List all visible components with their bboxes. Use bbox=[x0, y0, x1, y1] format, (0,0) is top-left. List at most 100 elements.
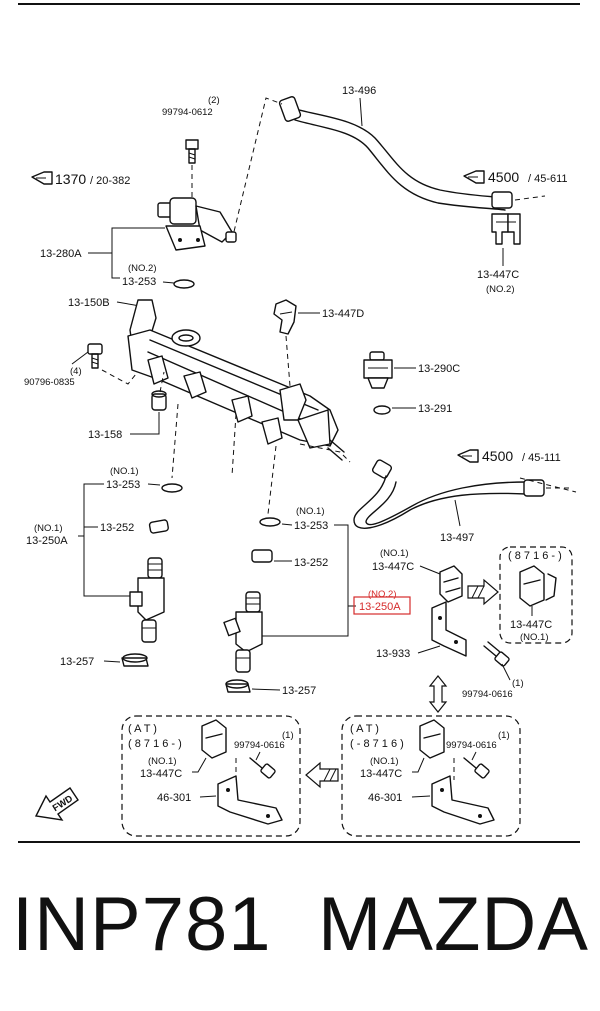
label-br-46-301: 46-301 bbox=[368, 792, 402, 804]
label-13-253-mid: 13-253 bbox=[294, 520, 328, 532]
bolt-90796-0835 bbox=[87, 343, 103, 369]
label-no1-447C-mid: (NO.1) bbox=[380, 548, 409, 559]
label-bl-99794: 99794-0616 bbox=[234, 740, 285, 751]
label-br-qty: (1) bbox=[498, 730, 510, 741]
label-8716-range: ( 8 7 1 6 - ) bbox=[508, 550, 562, 562]
label-at-left-range: ( 8 7 1 6 - ) bbox=[128, 738, 182, 750]
label-qty-1-0616: (1) bbox=[512, 678, 524, 689]
label-13-150B: 13-150B bbox=[68, 297, 110, 309]
label-13-291: 13-291 bbox=[418, 403, 452, 415]
label-13-280A: 13-280A bbox=[40, 248, 82, 260]
bracket-46-301-bl bbox=[217, 775, 283, 825]
injector-left bbox=[129, 557, 165, 643]
pressure-regulator-13-280A bbox=[157, 197, 237, 251]
highlight-13-250A-box bbox=[353, 596, 411, 615]
clip-13-447C-no1 bbox=[439, 565, 463, 603]
bracket-46-301-br bbox=[431, 775, 495, 825]
bolt-99794-0612 bbox=[185, 139, 199, 198]
double-arrow-vertical bbox=[428, 675, 448, 713]
label-bl-447C: 13-447C bbox=[140, 768, 182, 780]
label-no1-253-left: (NO.1) bbox=[110, 466, 139, 477]
label-no1-250A: (NO.1) bbox=[34, 523, 63, 534]
label-at-right-range: ( - 8 7 1 6 ) bbox=[350, 738, 404, 750]
insulator-13-252-mid bbox=[251, 549, 273, 563]
sensor-13-290C bbox=[363, 351, 393, 389]
label-br-99794: 99794-0616 bbox=[446, 740, 497, 751]
o-ring-13-253-mid bbox=[259, 517, 281, 527]
damper-13-158 bbox=[151, 390, 167, 411]
label-no1-box: (NO.1) bbox=[520, 632, 549, 643]
bolt-bl bbox=[249, 757, 276, 779]
label-no1-253-mid: (NO.1) bbox=[296, 506, 325, 517]
ref-arrow-1370 bbox=[31, 171, 53, 185]
bolt-br bbox=[463, 757, 490, 779]
label-bl-46-301: 46-301 bbox=[157, 792, 191, 804]
label-bl-no1: (NO.1) bbox=[148, 756, 177, 767]
box-8716 bbox=[499, 546, 573, 644]
label-qty-2: (2) bbox=[208, 95, 220, 106]
clip-13-447C-box bbox=[519, 565, 557, 607]
ref-arrow-4500-mid bbox=[457, 449, 479, 463]
fuel-line-13-497 bbox=[353, 459, 577, 529]
label-13-250A-left: 13-250A bbox=[26, 535, 68, 547]
label-at-right: ( A T ) bbox=[350, 723, 379, 735]
label-13-290C: 13-290C bbox=[418, 363, 460, 375]
o-ring-13-253-left bbox=[161, 483, 183, 493]
ref-arrow-4500-top bbox=[463, 170, 485, 184]
box-at-8716 bbox=[121, 715, 301, 837]
label-ref-1370: 1370 bbox=[55, 171, 86, 187]
fwd-arrow-icon: FWD bbox=[34, 787, 79, 821]
clip-13-447C-bl bbox=[201, 719, 227, 759]
label-13-257-left: 13-257 bbox=[60, 656, 94, 668]
label-ref-4500-mid: 4500 bbox=[482, 448, 513, 464]
label-13-252-left: 13-252 bbox=[100, 522, 134, 534]
clip-13-447C-no2 bbox=[491, 213, 521, 245]
label-13-447D: 13-447D bbox=[322, 308, 364, 320]
label-90796-0835: 90796-0835 bbox=[24, 377, 75, 388]
clip-13-447C-br bbox=[419, 719, 445, 759]
label-qty-4: (4) bbox=[70, 366, 82, 377]
label-13-250A-highlight: 13-250A bbox=[359, 601, 401, 613]
bolt-99794-0616 bbox=[483, 641, 510, 667]
label-13-253-top: 13-253 bbox=[122, 276, 156, 288]
label-13-252-mid: 13-252 bbox=[294, 557, 328, 569]
footer: INP781 MAZDA bbox=[0, 880, 600, 990]
fuel-rail-13-150B bbox=[127, 299, 345, 461]
label-ref-45-611: / 45-611 bbox=[528, 173, 568, 185]
label-13-447C-box: 13-447C bbox=[510, 619, 552, 631]
label-ref-45-111: / 45-111 bbox=[522, 452, 561, 464]
washer-13-291 bbox=[373, 405, 391, 415]
o-ring-13-253-top bbox=[173, 279, 195, 289]
label-ref-4500-top: 4500 bbox=[488, 169, 519, 185]
box-at-minus-8716 bbox=[341, 715, 521, 837]
nut-13-257-left bbox=[121, 653, 149, 667]
label-at-left: ( A T ) bbox=[128, 723, 157, 735]
arrow-to-8716-box bbox=[467, 578, 499, 606]
label-13-447C-right: 13-447C bbox=[477, 269, 519, 281]
nut-13-257-mid bbox=[225, 679, 251, 693]
label-bl-qty: (1) bbox=[282, 730, 294, 741]
label-13-257-mid: 13-257 bbox=[282, 685, 316, 697]
injector-mid bbox=[223, 591, 263, 673]
label-13-253-left: 13-253 bbox=[106, 479, 140, 491]
label-br-447C: 13-447C bbox=[360, 768, 402, 780]
clip-13-447D bbox=[273, 299, 297, 335]
label-13-158: 13-158 bbox=[88, 429, 122, 441]
bracket-13-933 bbox=[431, 601, 467, 657]
brand-name: MAZDA bbox=[318, 882, 589, 967]
label-13-496: 13-496 bbox=[342, 85, 376, 97]
label-no2-447C: (NO.2) bbox=[486, 284, 515, 295]
label-13-933: 13-933 bbox=[376, 648, 410, 660]
label-no2-253: (NO.2) bbox=[128, 263, 157, 274]
label-no2-250A-highlight: (NO.2) bbox=[368, 589, 397, 600]
label-99794-0612: 99794-0612 bbox=[162, 107, 213, 118]
part-code: INP781 bbox=[12, 882, 272, 967]
label-13-497: 13-497 bbox=[440, 532, 474, 544]
label-99794-0616: 99794-0616 bbox=[462, 689, 513, 700]
label-13-447C-mid: 13-447C bbox=[372, 561, 414, 573]
label-br-no1: (NO.1) bbox=[370, 756, 399, 767]
insulator-13-252-left bbox=[148, 519, 169, 534]
label-ref-20-382: / 20-382 bbox=[90, 175, 130, 187]
fuel-line-13-496 bbox=[278, 96, 546, 211]
